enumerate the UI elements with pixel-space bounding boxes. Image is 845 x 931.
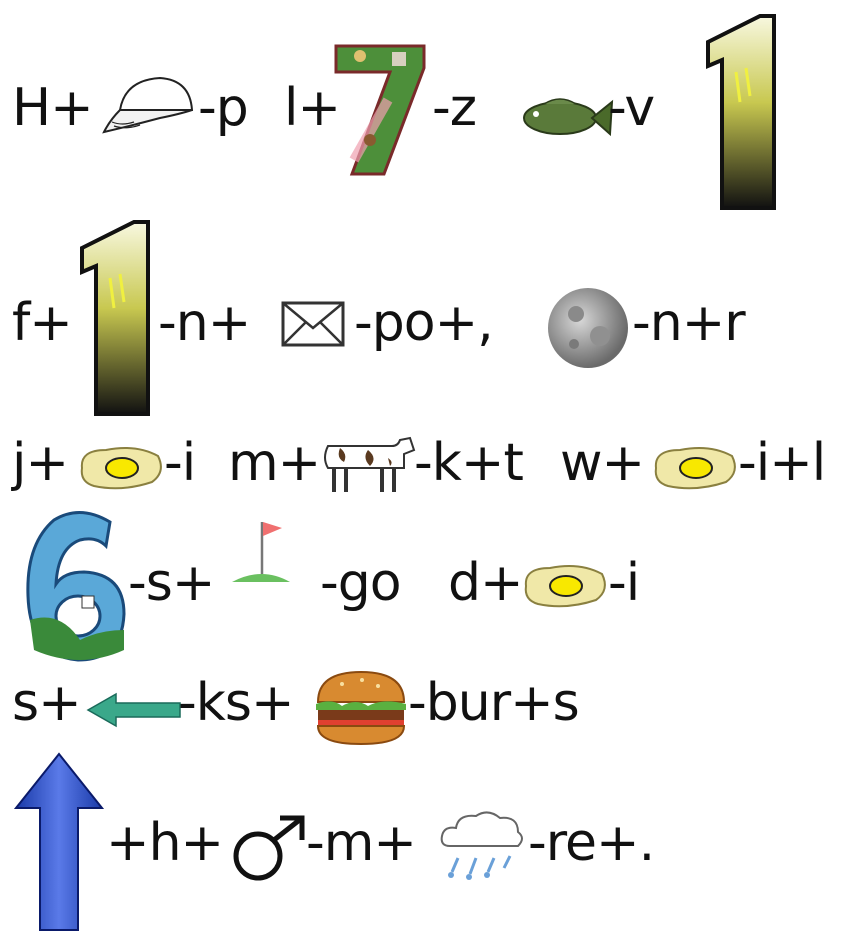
egg-icon	[524, 565, 606, 608]
rebus-text: +h+	[106, 813, 224, 873]
left-arrow-icon	[86, 692, 181, 728]
one-icon	[80, 220, 150, 416]
rebus-text: s+	[12, 673, 82, 733]
egg-icon	[654, 447, 736, 490]
cow-icon	[324, 436, 416, 492]
rebus-text: -k+t	[414, 433, 524, 493]
seven-icon	[334, 44, 426, 176]
hamburger-icon	[316, 670, 406, 746]
male-symbol-icon	[233, 815, 305, 881]
up-arrow-icon	[13, 752, 105, 931]
rebus-text: -i	[164, 433, 196, 493]
rebus-text: l+	[284, 78, 341, 138]
rebus-text: -z	[432, 78, 477, 138]
cap-icon	[102, 76, 194, 134]
rebus-text: -ks+	[178, 673, 295, 733]
rebus-text: -i	[608, 553, 640, 613]
rebus-text: -i+l	[738, 433, 826, 493]
rebus-text: m+	[228, 433, 321, 493]
rebus-text: -n+	[158, 293, 251, 353]
rebus-text: -v	[608, 78, 655, 138]
rain-cloud-icon	[440, 811, 523, 880]
rebus-text: H+	[12, 78, 94, 138]
one-icon	[706, 14, 776, 210]
rebus-text: w+	[560, 433, 645, 493]
rebus-text: -go	[320, 553, 402, 613]
six-icon	[26, 511, 126, 662]
egg-icon	[80, 447, 162, 490]
rebus-text: -p	[198, 78, 249, 138]
rebus-text: -bur+s	[408, 673, 580, 733]
envelope-icon	[281, 301, 345, 347]
rebus-text: j+	[12, 433, 69, 493]
golf-flag-icon	[232, 522, 290, 582]
fish-icon	[523, 98, 614, 137]
moon-icon	[548, 288, 628, 368]
rebus-text: f+	[12, 293, 73, 353]
rebus-text: -re+.	[528, 813, 655, 873]
rebus-text: -n+r	[632, 293, 746, 353]
rebus-text: -s+	[128, 553, 215, 613]
rebus-text: -po+,	[354, 293, 494, 353]
rebus-text: d+	[448, 553, 524, 613]
rebus-text: -m+	[306, 813, 417, 873]
